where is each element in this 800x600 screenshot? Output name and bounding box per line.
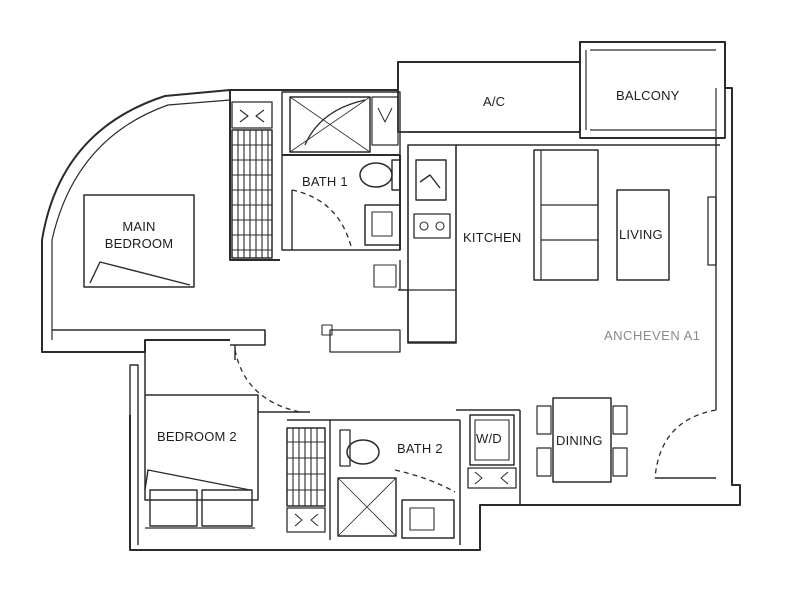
sofa [533,149,599,281]
sink-bath2 [401,499,455,539]
kitchen-counter [407,144,457,344]
label-bath1: BATH 1 [302,174,348,189]
shower-bath2 [337,477,397,537]
kitchen-hob [413,213,451,239]
tv-console [616,189,670,281]
wardrobe-bedroom2 [286,427,326,507]
dining-table [552,397,612,483]
door-arc-bath2 [394,469,456,493]
wardrobe-main [231,129,273,259]
ac-ledge-main [231,101,273,129]
door-arc-bath1 [291,189,353,251]
label-ac: A/C [483,94,506,109]
kitchen-sink [415,159,447,201]
main-bed [83,194,195,288]
outer-wall [129,41,741,551]
shower-bath1 [289,96,371,153]
sink-bath1 [364,204,401,246]
toilet-bath1-tank [391,159,401,191]
label-main-bedroom-line1: MAIN [122,219,156,234]
watermark-text: ANCHEVEN A1 [604,328,701,343]
label-bath2: BATH 2 [397,441,443,456]
door-arc-entrance [654,409,717,479]
label-bedroom2: BEDROOM 2 [157,429,237,444]
label-living: LIVING [619,227,663,242]
washing-basin [329,329,401,353]
wardrobe-main-hangers [232,130,272,258]
wall-main-bedroom-bath1 [229,90,280,261]
window-living [707,196,717,266]
washer-dryer [469,414,515,466]
main-bedroom-curved-wall-inner [51,99,231,340]
main-bedroom-curved-wall [41,89,231,353]
toilet-bath1 [359,162,393,188]
toilet-bath2-tank [339,429,351,467]
label-balcony: BALCONY [616,88,680,103]
small-fitting [373,264,397,288]
label-wd: W/D [476,431,502,446]
label-main-bedroom-line2: BEDROOM [104,236,174,251]
label-dining: DINING [556,433,603,448]
door-arc-bedroom2 [234,349,301,413]
label-kitchen: KITCHEN [463,230,522,245]
toilet-bath2 [346,439,380,465]
bedroom2-bed [144,469,251,491]
